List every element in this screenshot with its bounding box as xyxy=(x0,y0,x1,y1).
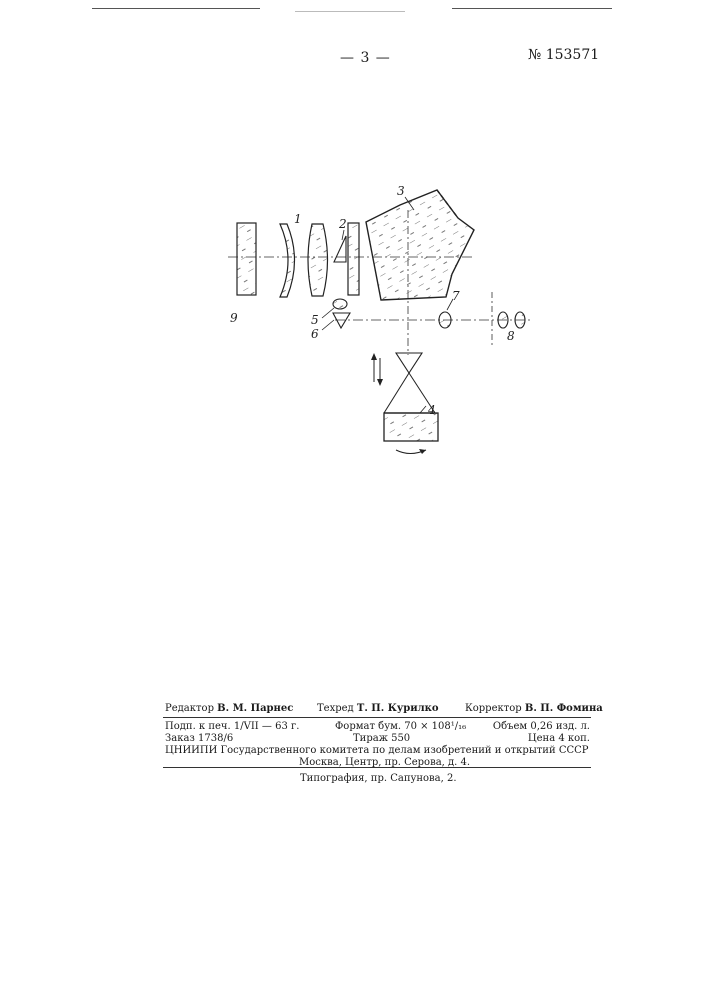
lens-7 xyxy=(439,312,451,328)
editor-name: В. М. Парнес xyxy=(217,703,293,714)
label-6: 6 xyxy=(311,327,319,341)
move-arrow-down-head xyxy=(377,379,383,386)
plate-lens xyxy=(348,223,359,295)
prism-4 xyxy=(384,413,438,441)
label-5: 5 xyxy=(311,313,319,327)
label-3: 3 xyxy=(397,184,405,198)
header-rule-left xyxy=(92,8,260,9)
prism-6 xyxy=(333,313,350,328)
techred-label: Техред xyxy=(317,703,354,714)
printing-house: Типография, пр. Сапунова, 2. xyxy=(300,773,457,785)
lens-5 xyxy=(333,299,347,309)
paper-format: Формат бум. 70 × 108¹/₁₆ xyxy=(335,721,466,733)
page-number: — 3 — xyxy=(340,50,391,66)
price: Цена 4 коп. xyxy=(528,733,590,745)
volume: Объем 0,26 изд. л. xyxy=(493,721,590,733)
prism-3 xyxy=(366,190,474,300)
institute: ЦНИИПИ Государственного комитета по дела… xyxy=(165,745,589,757)
leader-6 xyxy=(322,320,334,330)
patent-number: № 153571 xyxy=(528,47,599,63)
leader-5 xyxy=(322,308,334,318)
label-4: 4 xyxy=(427,403,436,417)
plate-9 xyxy=(237,223,256,295)
ray-left xyxy=(384,373,409,413)
prism-2 xyxy=(334,236,346,262)
label-8: 8 xyxy=(507,329,515,343)
label-2: 2 xyxy=(338,217,347,231)
imprint-rule-top xyxy=(163,717,591,718)
leader-2 xyxy=(342,230,344,240)
rotation-arrow-head xyxy=(419,449,426,454)
optical-schematic: 1 2 3 4 5 6 7 8 9 xyxy=(200,170,560,470)
eyepiece-8a xyxy=(498,312,508,328)
header-rule-right xyxy=(452,8,612,9)
header-rule-mid xyxy=(295,11,405,12)
meniscus-lens xyxy=(280,224,295,297)
label-9: 9 xyxy=(230,311,238,325)
label-1: 1 xyxy=(294,212,302,226)
circulation: Тираж 550 xyxy=(353,733,410,745)
signed-date: Подп. к печ. 1/VII — 63 г. xyxy=(165,721,299,733)
imprint-details: Подп. к печ. 1/VII — 63 г. Формат бум. 7… xyxy=(165,721,590,771)
small-prism xyxy=(396,353,422,373)
eyepiece-8b xyxy=(515,312,525,328)
corrector-label: Корректор xyxy=(465,703,522,714)
editor-label: Редактор xyxy=(165,703,214,714)
order-number: Заказ 1738/6 xyxy=(165,733,233,745)
corrector-name: В. П. Фомина xyxy=(525,703,603,714)
move-arrow-up-head xyxy=(371,353,377,360)
techred-name: Т. П. Курилко xyxy=(357,703,439,714)
imprint-rule-bottom xyxy=(163,767,591,768)
label-7: 7 xyxy=(452,289,460,303)
leader-4 xyxy=(420,406,426,413)
lens-1 xyxy=(308,224,328,296)
